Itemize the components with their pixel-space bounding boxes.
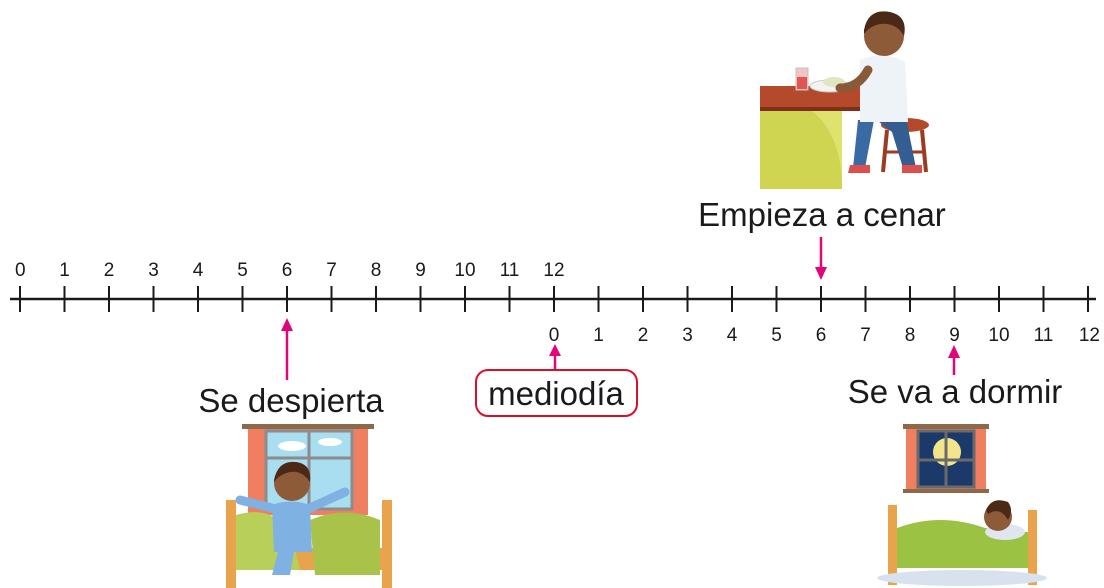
morning-hour-label: 12 — [543, 260, 564, 281]
boy-at-dinner-table-icon — [760, 11, 929, 189]
morning-hour-label: 7 — [326, 260, 337, 281]
afternoon-hour-label: 6 — [816, 325, 827, 346]
wake-label: Se despierta — [198, 382, 384, 419]
afternoon-hour-label: 2 — [638, 325, 649, 346]
sleep-arrow — [948, 345, 960, 375]
afternoon-hour-label: 10 — [988, 325, 1009, 346]
boy-waking-in-bed-icon — [226, 424, 392, 588]
noon-label-box — [475, 369, 638, 417]
morning-hour-label: 10 — [454, 260, 475, 281]
morning-hour-label: 11 — [500, 260, 520, 281]
morning-hour-label: 9 — [415, 260, 426, 281]
morning-hour-label: 1 — [59, 260, 70, 281]
afternoon-hour-label: 7 — [860, 325, 871, 346]
dinner-label: Empieza a cenar — [698, 196, 946, 233]
sleep-label: Se va a dormir — [848, 373, 1063, 410]
morning-hour-label: 3 — [148, 260, 159, 281]
afternoon-hour-label: 5 — [771, 325, 782, 346]
afternoon-hour-label: 12 — [1079, 325, 1100, 346]
afternoon-hour-label: 0 — [549, 325, 560, 346]
afternoon-hour-label: 11 — [1034, 325, 1054, 346]
afternoon-hour-label: 8 — [905, 325, 916, 346]
morning-hour-label: 0 — [15, 260, 26, 281]
arrows — [281, 237, 960, 380]
tick-marks — [19, 286, 1089, 312]
morning-hour-label: 6 — [282, 260, 293, 281]
noon-arrow — [549, 344, 561, 370]
afternoon-hour-label: 9 — [949, 325, 960, 346]
morning-hour-label: 4 — [193, 260, 204, 281]
wake-arrow — [281, 318, 293, 380]
afternoon-hour-label: 3 — [682, 325, 693, 346]
noon-label: mediodía — [488, 375, 624, 412]
morning-hour-label: 2 — [104, 260, 115, 281]
afternoon-hour-label: 1 — [593, 325, 604, 346]
afternoon-hour-label: 4 — [727, 325, 738, 346]
morning-hour-label: 5 — [237, 260, 248, 281]
boy-sleeping-in-bed-icon — [877, 424, 1047, 586]
dinner-arrow — [815, 237, 827, 280]
morning-hour-label: 8 — [371, 260, 382, 281]
